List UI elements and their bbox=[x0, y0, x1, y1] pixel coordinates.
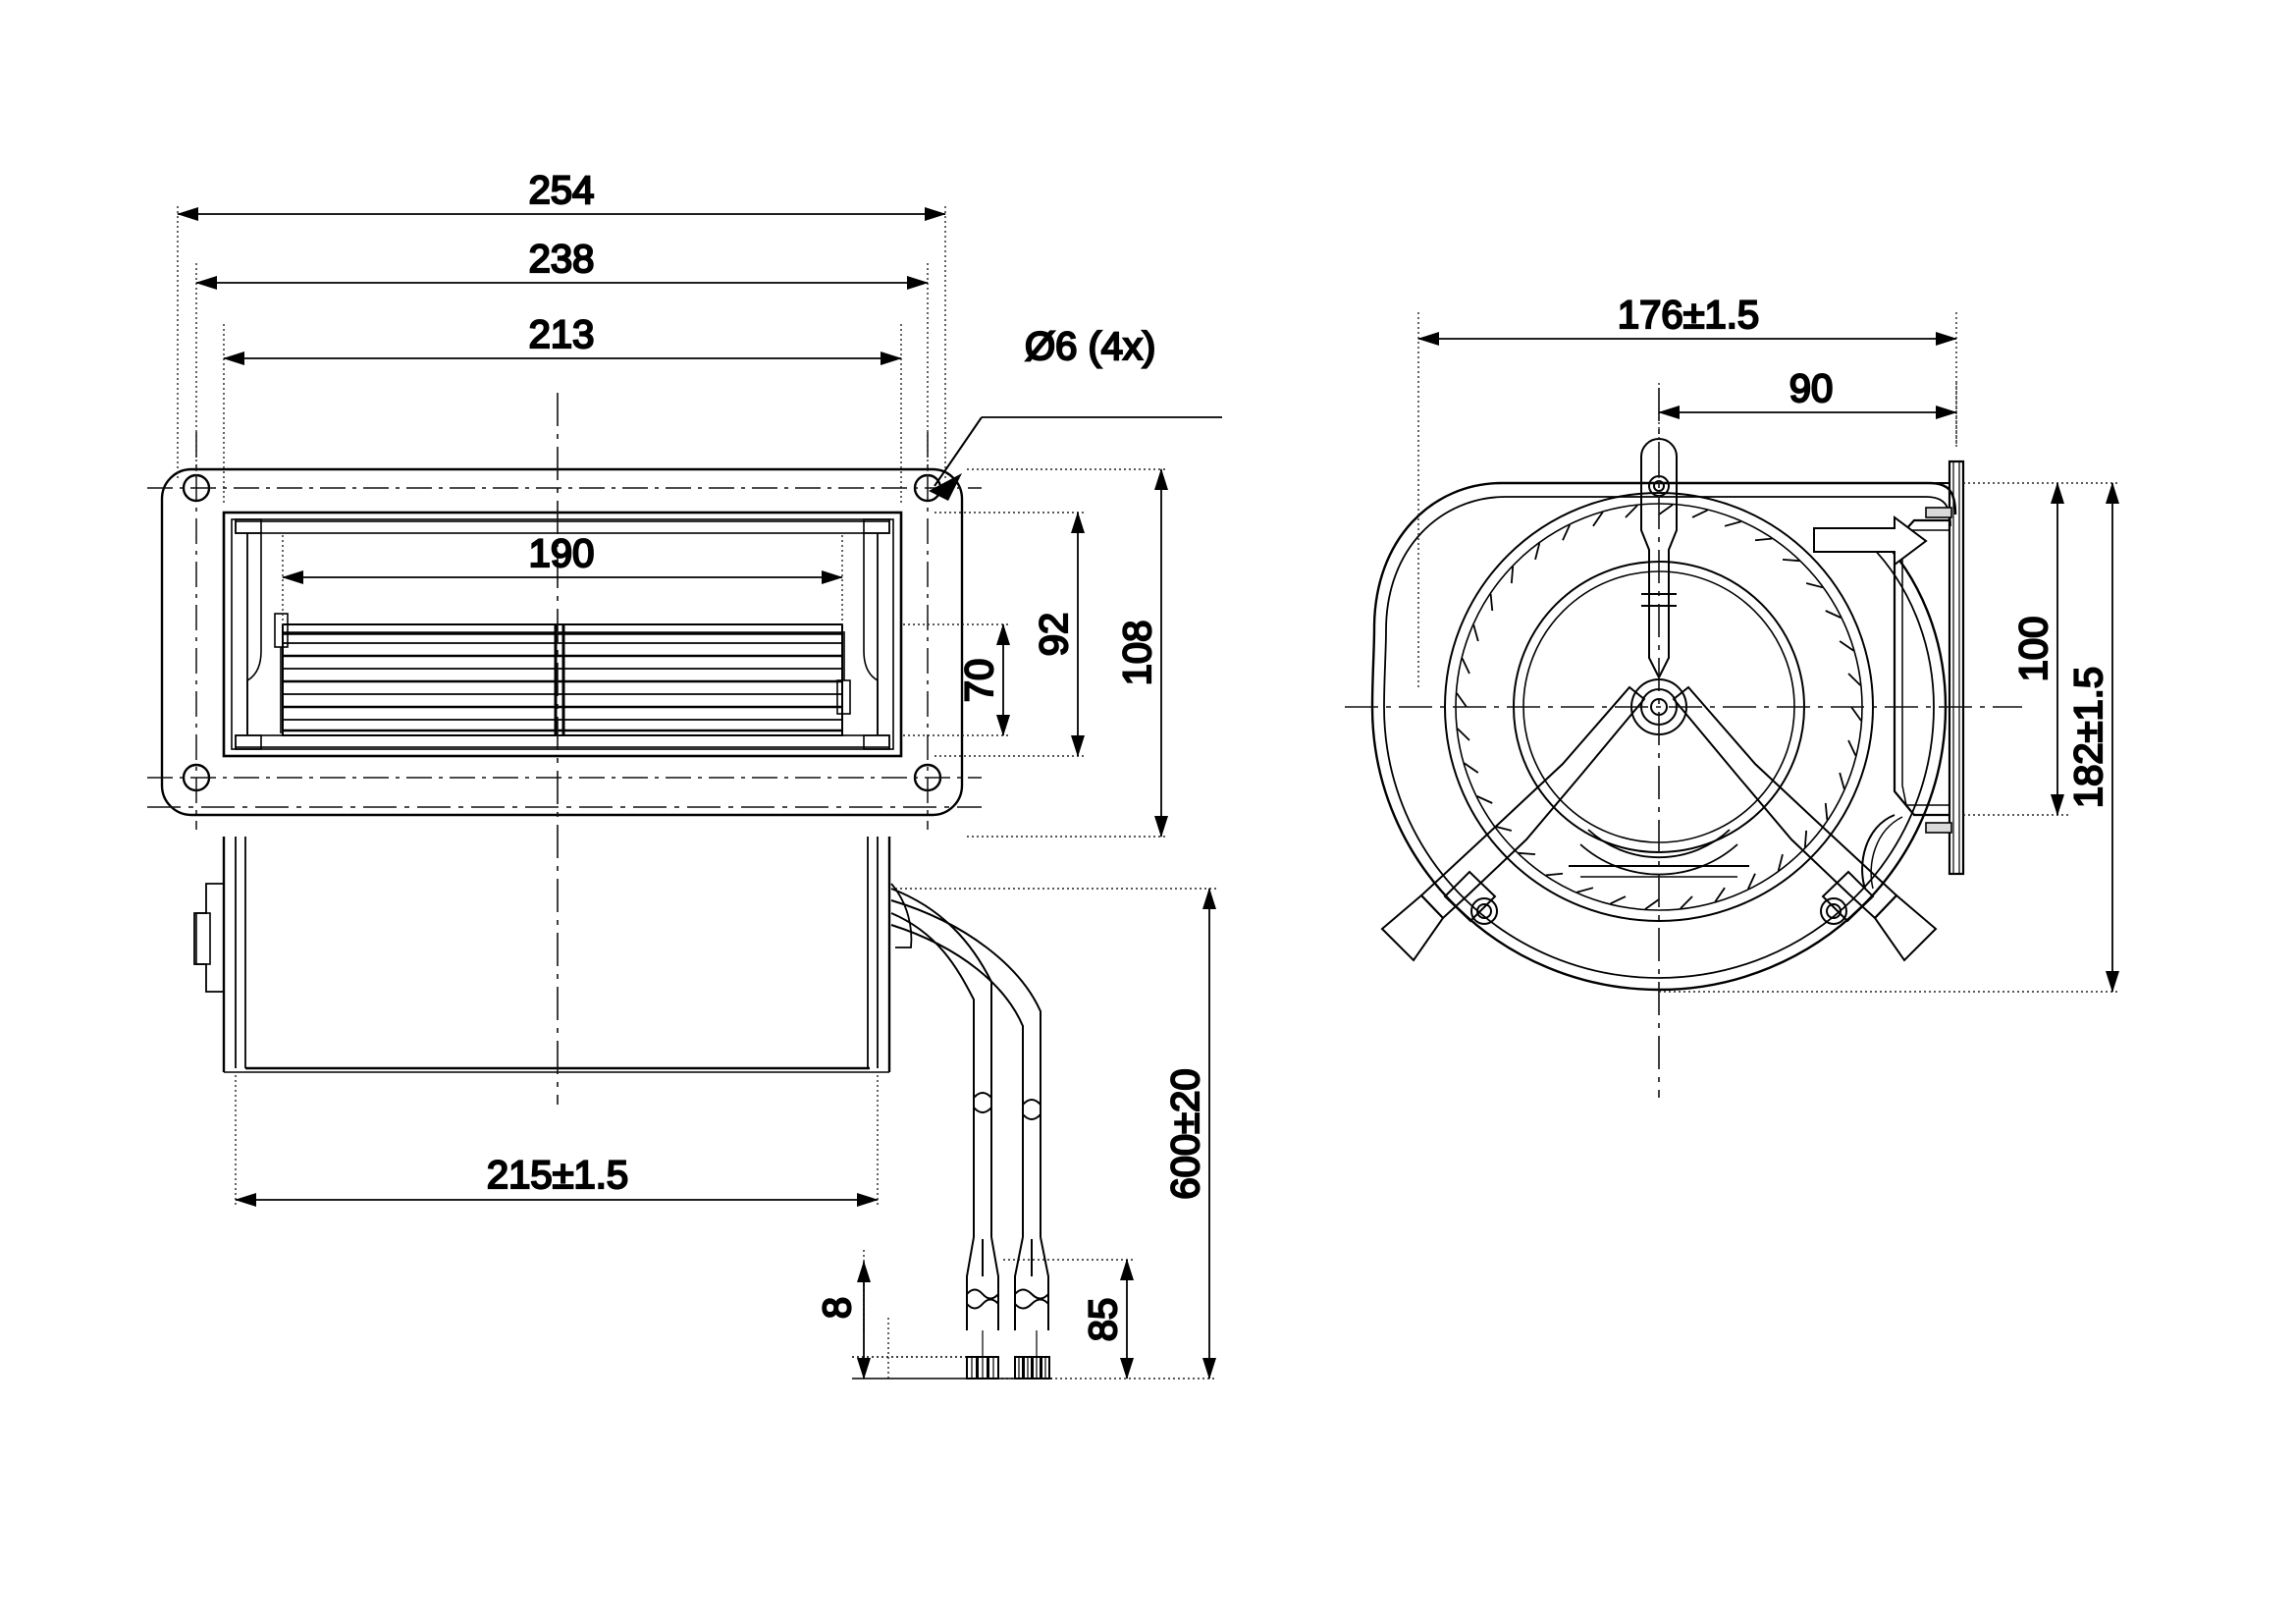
side-outlet-flange bbox=[1861, 460, 1965, 890]
dim-8-label: 8 bbox=[816, 1297, 859, 1319]
dim-108-label: 108 bbox=[1116, 621, 1159, 686]
front-extension-lines bbox=[177, 206, 1217, 1380]
dim-600-label: 600±20 bbox=[1164, 1068, 1207, 1199]
impeller-blade-marks bbox=[1456, 504, 1862, 910]
outlet-frame bbox=[222, 511, 903, 758]
dim-70-label: 70 bbox=[958, 659, 1001, 703]
dim-100-label: 100 bbox=[2012, 617, 2056, 682]
front-view-centerlines bbox=[147, 393, 982, 1105]
hole-callout-label: Ø6 (4x) bbox=[1025, 325, 1155, 368]
airflow-arrow-icon bbox=[1813, 515, 1928, 567]
hole-callout-leader bbox=[929, 416, 1222, 501]
dim-213-label: 213 bbox=[529, 313, 595, 356]
dim-85-label: 85 bbox=[1082, 1298, 1125, 1342]
hole-centerlines bbox=[147, 432, 982, 830]
scroll-housing-outline bbox=[1370, 481, 1957, 992]
dim-215-label: 215±1.5 bbox=[487, 1154, 628, 1197]
cable-leads bbox=[890, 883, 1050, 1380]
dim-8 bbox=[852, 1261, 1052, 1380]
outlet-grille bbox=[282, 623, 843, 736]
dim-176-label: 176±1.5 bbox=[1618, 294, 1759, 337]
front-body-housing bbox=[193, 837, 891, 1073]
dim-190-label: 190 bbox=[529, 532, 595, 575]
dim-182-label: 182±1.5 bbox=[2067, 667, 2110, 808]
dim-92-label: 92 bbox=[1033, 613, 1076, 657]
dim-254-label: 254 bbox=[529, 169, 595, 212]
dim-238-label: 238 bbox=[529, 238, 595, 281]
dim-90-label: 90 bbox=[1789, 367, 1834, 410]
